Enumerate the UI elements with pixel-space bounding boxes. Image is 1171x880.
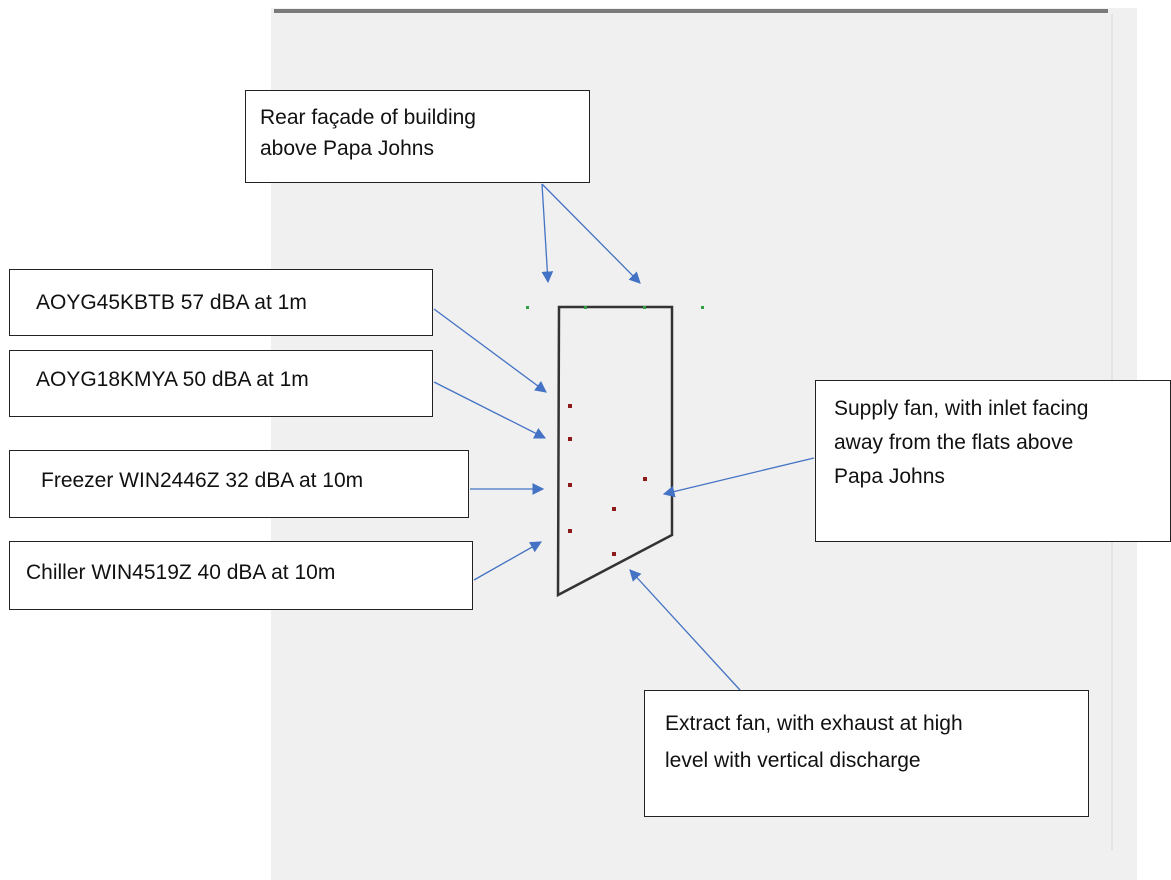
receiver-point bbox=[643, 306, 646, 309]
source-point bbox=[568, 483, 572, 487]
arrow-chiller bbox=[473, 541, 543, 581]
callout-extract-fan: Extract fan, with exhaust at high level … bbox=[644, 690, 1089, 817]
callout-supply-fan: Supply fan, with inlet facing away from … bbox=[815, 380, 1171, 542]
arrow-rear-facade-right bbox=[541, 183, 641, 284]
receiver-point bbox=[584, 306, 587, 309]
site-outline bbox=[556, 305, 674, 598]
callout-line: Extract fan, with exhaust at high bbox=[665, 712, 963, 735]
arrow-extract-fan bbox=[629, 569, 741, 691]
arrow-rear-facade-left bbox=[541, 183, 554, 284]
arrow-aoyg45 bbox=[433, 308, 547, 393]
source-point bbox=[568, 437, 572, 441]
callout-line: AOYG45KBTB 57 dBA at 1m bbox=[36, 291, 307, 314]
callout-rear-facade: Rear façade of building above Papa Johns bbox=[245, 90, 590, 183]
callout-aoyg18: AOYG18KMYA 50 dBA at 1m bbox=[9, 350, 433, 417]
callout-line: AOYG18KMYA 50 dBA at 1m bbox=[36, 368, 309, 391]
source-point bbox=[568, 529, 572, 533]
source-point bbox=[643, 477, 647, 481]
callout-line: Papa Johns bbox=[834, 465, 945, 488]
callout-line: Chiller WIN4519Z 40 dBA at 10m bbox=[26, 561, 336, 584]
panel-top-edge bbox=[274, 9, 1108, 13]
arrow-supply-fan bbox=[662, 457, 815, 498]
callout-line: Rear façade of building bbox=[260, 106, 476, 129]
callout-line: away from the flats above bbox=[834, 431, 1074, 454]
callout-freezer: Freezer WIN2446Z 32 dBA at 10m bbox=[9, 450, 469, 518]
callout-line: level with vertical discharge bbox=[665, 749, 921, 772]
receiver-point bbox=[701, 306, 704, 309]
source-point bbox=[568, 404, 572, 408]
callout-line: Supply fan, with inlet facing bbox=[834, 397, 1089, 420]
receiver-points bbox=[526, 306, 704, 309]
source-point bbox=[612, 552, 616, 556]
callout-chiller: Chiller WIN4519Z 40 dBA at 10m bbox=[9, 541, 473, 610]
callout-arrows bbox=[433, 183, 815, 691]
source-points bbox=[568, 404, 647, 556]
callout-line: Freezer WIN2446Z 32 dBA at 10m bbox=[41, 469, 364, 492]
callout-line: above Papa Johns bbox=[260, 137, 434, 160]
receiver-point bbox=[526, 306, 529, 309]
arrow-aoyg18 bbox=[433, 381, 547, 439]
source-point bbox=[612, 507, 616, 511]
callout-aoyg45: AOYG45KBTB 57 dBA at 1m bbox=[9, 269, 433, 336]
